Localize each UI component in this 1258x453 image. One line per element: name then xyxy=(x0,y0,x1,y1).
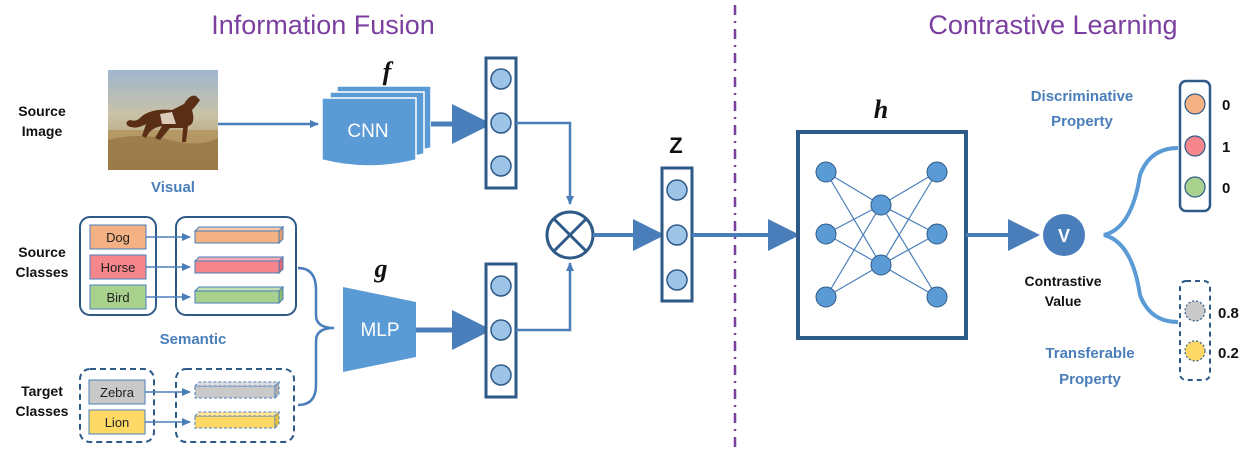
source-image-label: Source Image xyxy=(18,103,66,139)
z-label: Z xyxy=(669,133,682,158)
transferable-value-0: 0.8 xyxy=(1218,305,1239,322)
svg-text:Contrastive: Contrastive xyxy=(1024,273,1101,289)
class-horse: Horse xyxy=(89,254,147,280)
svg-text:Source: Source xyxy=(18,103,66,119)
cnn-block: CNN xyxy=(321,85,432,167)
f-label: f xyxy=(383,57,394,86)
svg-text:Dog: Dog xyxy=(106,230,130,245)
svg-text:Classes: Classes xyxy=(16,403,69,419)
class-dog: Dog xyxy=(89,224,147,250)
z-vector xyxy=(660,166,694,303)
discriminative-value-0: 0 xyxy=(1222,97,1230,114)
section-title-information-fusion: Information Fusion xyxy=(211,10,435,40)
svg-text:Target: Target xyxy=(21,383,63,399)
cnn-label: CNN xyxy=(347,121,388,142)
discriminative-value-1: 1 xyxy=(1222,139,1230,156)
network-h xyxy=(796,130,968,340)
visual-feature-vector xyxy=(484,56,518,190)
class-lion: Lion xyxy=(88,409,146,435)
class-bird: Bird xyxy=(89,284,147,310)
mlp-label: MLP xyxy=(360,320,399,341)
svg-text:Classes: Classes xyxy=(16,264,69,280)
svg-text:Discriminative: Discriminative xyxy=(1031,88,1134,105)
arrow-visual-to-fusion xyxy=(516,121,574,205)
source-embedding-group xyxy=(175,216,297,316)
embedding-bird xyxy=(193,285,285,305)
target-embedding-group xyxy=(175,368,295,443)
embedding-lion xyxy=(193,410,281,430)
mlp-block: MLP xyxy=(343,287,416,372)
transferable-property-label: Transferable Property xyxy=(1045,345,1134,388)
embedding-zebra xyxy=(193,380,281,400)
contrastive-value-label: Contrastive Value xyxy=(1024,273,1101,309)
section-title-contrastive-learning: Contrastive Learning xyxy=(928,10,1177,40)
discriminative-property-label: Discriminative Property xyxy=(1031,88,1134,130)
semantic-label: Semantic xyxy=(160,331,227,348)
svg-text:Value: Value xyxy=(1045,293,1082,309)
arrow-semantic-to-fusion xyxy=(516,262,574,332)
discriminative-vector xyxy=(1178,79,1212,213)
g-label: g xyxy=(374,254,388,283)
visual-label: Visual xyxy=(151,179,195,196)
svg-text:Bird: Bird xyxy=(106,290,129,305)
target-class-group xyxy=(79,368,155,443)
class-zebra: Zebra xyxy=(88,379,146,405)
semantic-brace xyxy=(297,266,335,407)
output-brace xyxy=(1103,146,1179,324)
svg-text:Property: Property xyxy=(1051,113,1113,130)
svg-text:Zebra: Zebra xyxy=(100,385,135,400)
semantic-feature-vector xyxy=(484,262,518,399)
source-class-group xyxy=(79,216,157,316)
transferable-value-1: 0.2 xyxy=(1218,345,1239,362)
source-classes-label: Source Classes xyxy=(16,244,69,280)
h-label: h xyxy=(874,95,888,124)
horse-image xyxy=(108,70,218,170)
svg-text:Horse: Horse xyxy=(101,260,136,275)
svg-text:Transferable: Transferable xyxy=(1045,345,1134,362)
fusion-operator-icon xyxy=(545,210,595,260)
discriminative-value-2: 0 xyxy=(1222,180,1230,197)
v-label: V xyxy=(1058,226,1070,246)
svg-text:Property: Property xyxy=(1059,371,1121,388)
embedding-horse xyxy=(193,255,285,275)
contrastive-value-node: V xyxy=(1043,214,1085,256)
svg-text:Image: Image xyxy=(22,123,63,139)
svg-text:Lion: Lion xyxy=(105,415,130,430)
embedding-dog xyxy=(193,225,285,245)
svg-text:Source: Source xyxy=(18,244,66,260)
transferable-vector xyxy=(1179,280,1211,381)
target-classes-label: Target Classes xyxy=(16,383,69,419)
